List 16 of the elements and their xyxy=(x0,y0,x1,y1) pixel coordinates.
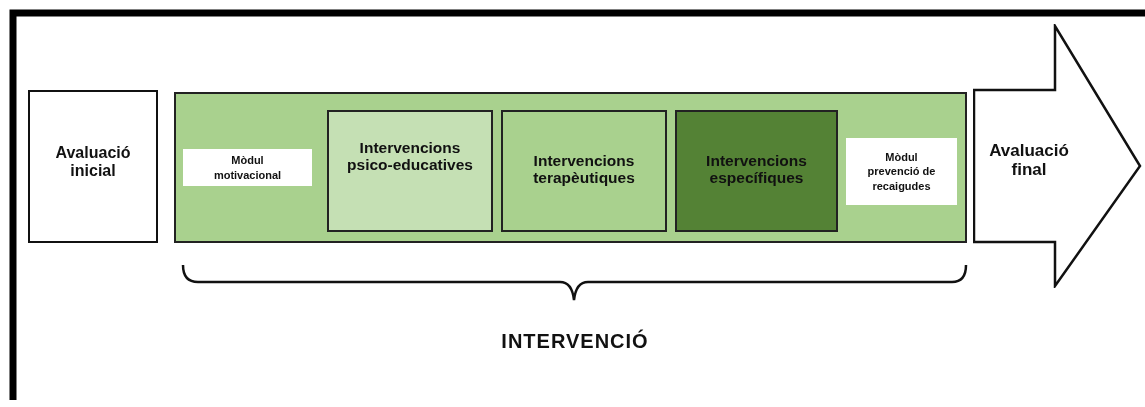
node-label: Avaluació inicial xyxy=(54,144,132,180)
node-label: Intervencions específiques xyxy=(705,152,808,187)
block-arrow xyxy=(973,24,1143,288)
node-label: Mòdul motivacional xyxy=(212,153,283,182)
process-box xyxy=(28,90,158,243)
node-label: Mòdul prevenció de recaigudes xyxy=(866,150,937,193)
process-box xyxy=(327,110,493,232)
module-box xyxy=(846,138,957,205)
process-box xyxy=(501,110,667,232)
bracket-label: INTERVENCIÓ xyxy=(500,330,650,352)
process-box xyxy=(675,110,838,232)
module-box xyxy=(183,149,312,186)
intervention-panel xyxy=(174,92,967,243)
node-label: Intervencions terapèutiques xyxy=(532,152,636,187)
node-label: Avaluació final xyxy=(988,142,1070,180)
node-label: Intervencions psico-educatives xyxy=(346,139,474,174)
